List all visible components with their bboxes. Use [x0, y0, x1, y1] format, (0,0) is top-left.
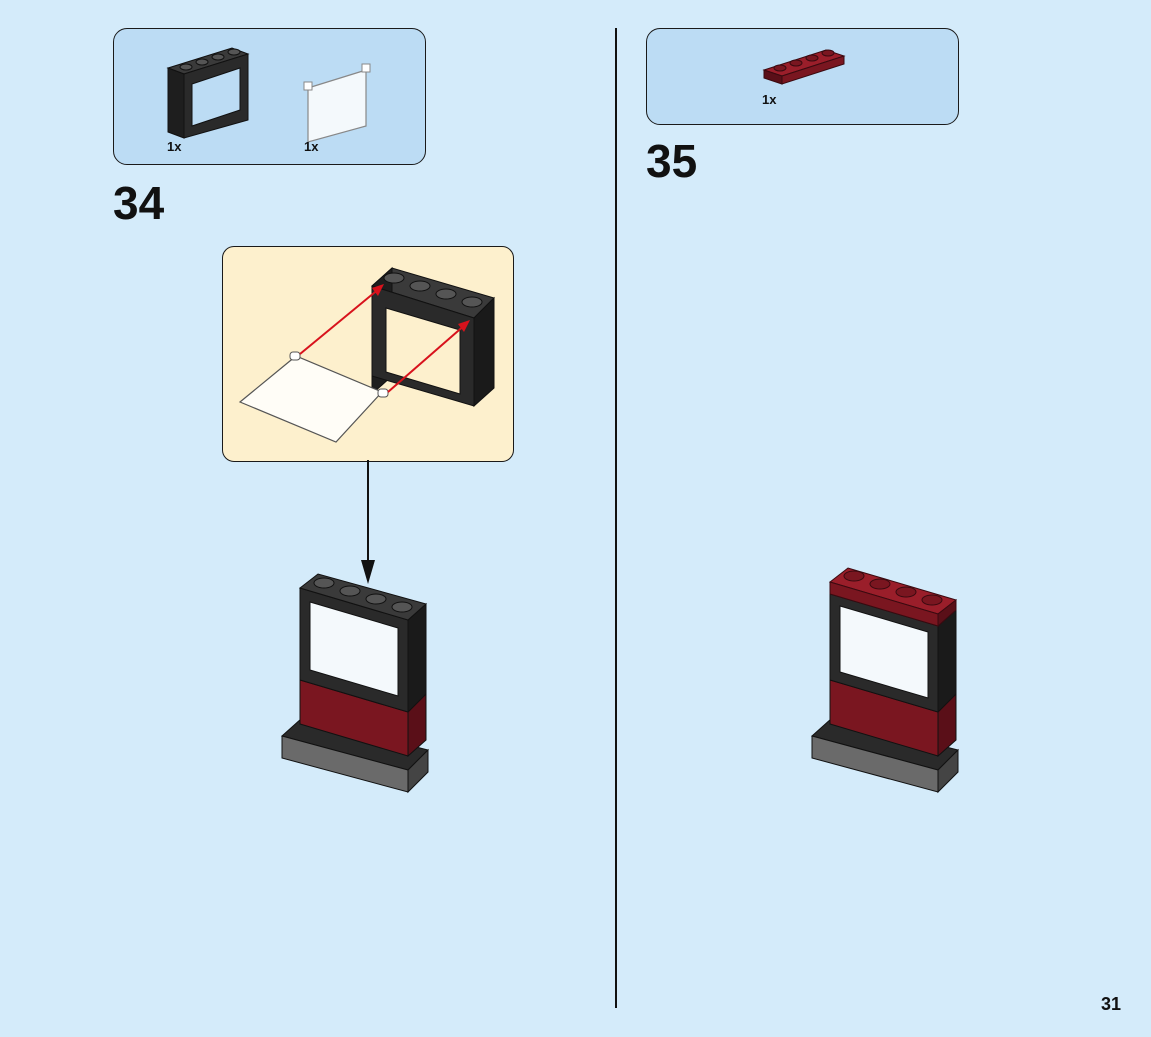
- model-step-34-illustration: [280, 573, 429, 794]
- glass-pane-part-icon: [303, 63, 371, 143]
- dark-red-plate-part-icon: [762, 49, 846, 85]
- sub-assembly-illustration: [238, 266, 495, 443]
- step-divider: [615, 28, 617, 1008]
- parts-callout-step-34: [113, 28, 426, 165]
- part-qty-glass-pane: 1x: [304, 139, 319, 154]
- part-qty-window-frame: 1x: [167, 139, 182, 154]
- part-qty-dark-red-plate: 1x: [762, 92, 777, 107]
- model-step-35-illustration: [810, 567, 959, 794]
- down-arrow-icon: [361, 460, 375, 584]
- step-number-34: 34: [113, 177, 165, 229]
- window-frame-part-icon: [166, 47, 250, 139]
- step-number-35: 35: [646, 135, 698, 187]
- page-number: 31: [1100, 994, 1121, 1014]
